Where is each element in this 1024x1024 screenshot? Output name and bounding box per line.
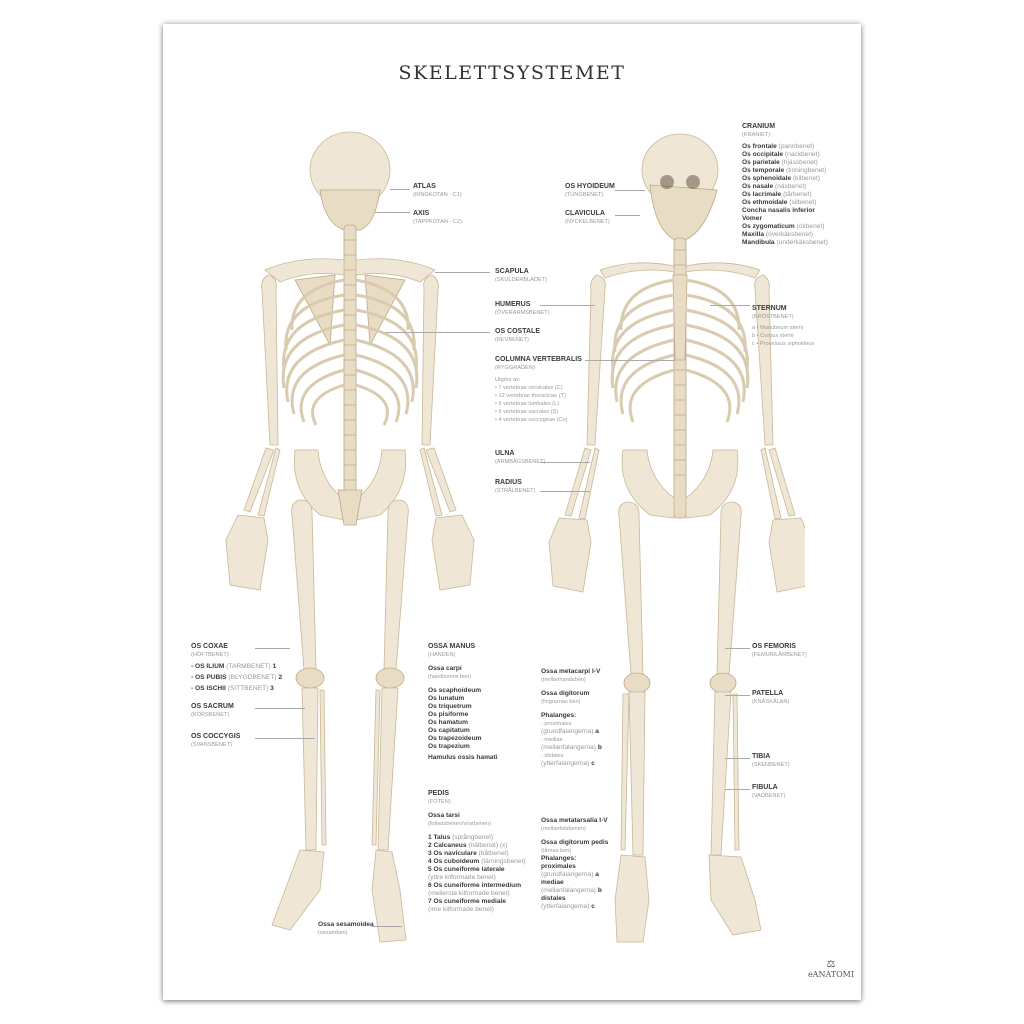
label-axis: AXIS (TAPPKOTAN - C2) (413, 210, 462, 225)
cranium-item: Maxilla (överkäksbenet) (742, 231, 814, 238)
cranium-item: Os frontale (pannbenet) (742, 143, 815, 150)
pelvis-part: - OS ILIUM (TARMBENET) 1 (191, 663, 277, 670)
label-os-sacrum: OS SACRUM (KORSBENET) (191, 703, 234, 718)
label-os-hyoideum: OS HYOIDEUM (TUNGBENET) (565, 183, 615, 198)
carpal-item: Os pisiforme (428, 711, 469, 718)
cranium-item: Os occipitale (nackbenet) (742, 151, 820, 158)
cranium-item: Os sphenoidale (kilbenet) (742, 175, 821, 182)
tarsal-item: 1 Talus (språngbenet) (428, 834, 494, 841)
tarsal-item: 6 Os cuneiforme intermedium (428, 882, 522, 889)
carpal-item: Os hamatum (428, 719, 468, 726)
pelvis-part: - OS ISCHII (SITTBENET) 3 (191, 685, 274, 692)
label-os-coccygis: OS COCCYGIS (SVANSBENET) (191, 733, 241, 748)
label-fibula: FIBULA (VADBENET) (752, 784, 786, 799)
label-os-femoris: OS FEMORIS (FEMUR/LÅRBENET) (752, 643, 807, 658)
label-sternum: STERNUM (BRÖSTBENET) a • Manubrium stern… (752, 305, 815, 347)
label-tibia: TIBIA (SKENBENET) (752, 753, 790, 768)
tarsal-item: 4 Os cuboideum (tärningsbenet) (428, 858, 526, 865)
label-humerus: HUMERUS (ÖVERARMSBENET) (495, 301, 550, 316)
tarsal-item: 5 Os cuneiforme laterale (428, 866, 505, 873)
page-title: SKELETTSYSTEMET (398, 62, 626, 84)
carpal-item: Os scaphoideum (428, 687, 482, 694)
label-cranium: CRANIUM (KRANIET) Os frontale (pannbenet… (742, 123, 828, 246)
cranium-item: Vomer (742, 215, 763, 222)
label-os-coxae: OS COXAE (HÖFTBENET) - OS ILIUM (TARMBEN… (191, 643, 283, 692)
label-columna-vertebralis: COLUMNA VERTEBRALIS (RYGGRADEN) Utgörs a… (495, 356, 582, 423)
poster-sheet (163, 24, 861, 1000)
label-os-costale: OS COSTALE (REVBENET) (495, 328, 540, 343)
carpal-item: Os trapezium (428, 743, 470, 750)
carpal-item: Os trapezoideum (428, 735, 482, 742)
label-clavicula: CLAVICULA (NYCKELBENET) (565, 210, 610, 225)
tarsal-item: 7 Os cuneiforme mediale (428, 898, 507, 905)
eanatomi-logo: ⚖ eANATOMI (807, 959, 855, 980)
label-atlas: ATLAS (RINGKOTAN - C1) (413, 183, 462, 198)
section-ossa-manus: OSSA MANUS (HANDEN) Ossa carpi (handlove… (428, 643, 498, 761)
tarsal-item: 3 Os naviculare (båtbenet) (428, 850, 509, 857)
cranium-item: Os nasale (näsbenet) (742, 183, 807, 190)
cranium-item: Mandibula (underkäksbenet) (742, 239, 828, 246)
label-ossa-sesamoidea: Ossa sesamoidea (sesamben) (318, 921, 374, 936)
cranium-item: Os parietale (hjässbenet) (742, 159, 818, 166)
carpal-item: Os lunatum (428, 695, 465, 702)
cranium-item: Os zygomaticum (okbenet) (742, 223, 825, 230)
anterior-skeleton-illustration (548, 133, 805, 943)
cranium-item: Concha nasalis inferior (742, 207, 815, 214)
cranium-item: Os ethmoidale (silbenet) (742, 199, 817, 206)
label-patella: PATELLA (KNÄSKÅLAN) (752, 690, 790, 705)
section-ossa-manus-right: Ossa metacarpi I-V (mellanhandsben) Ossa… (541, 668, 602, 767)
carpal-item: Os triquetrum (428, 703, 472, 710)
pelvis-part: - OS PUBIS (BLYGDBENET) 2 (191, 674, 283, 681)
cranium-item: Os lacrimale (tårbenet) (742, 191, 812, 198)
label-ulna: ULNA (ARMBÅGSBENET) (495, 450, 546, 465)
cranium-item: Os temporale (tinningbenet) (742, 167, 827, 174)
posterior-skeleton-illustration (225, 131, 475, 943)
section-pedis: PEDIS (FOTEN) Ossa tarsi (fotledsbenen/v… (428, 790, 526, 913)
logo-icon: ⚖ (826, 959, 836, 970)
label-scapula: SCAPULA (SKULDERBLADET) (495, 268, 547, 283)
label-radius: RADIUS (STRÅLBENET) (495, 479, 536, 494)
tarsal-item: 2 Calcaneus (hälbenet) (x) (428, 842, 508, 849)
section-pedis-right: Ossa metatarsalia I-V (mellanfotsbenen) … (541, 817, 609, 910)
carpal-item: Os capitatum (428, 727, 470, 734)
